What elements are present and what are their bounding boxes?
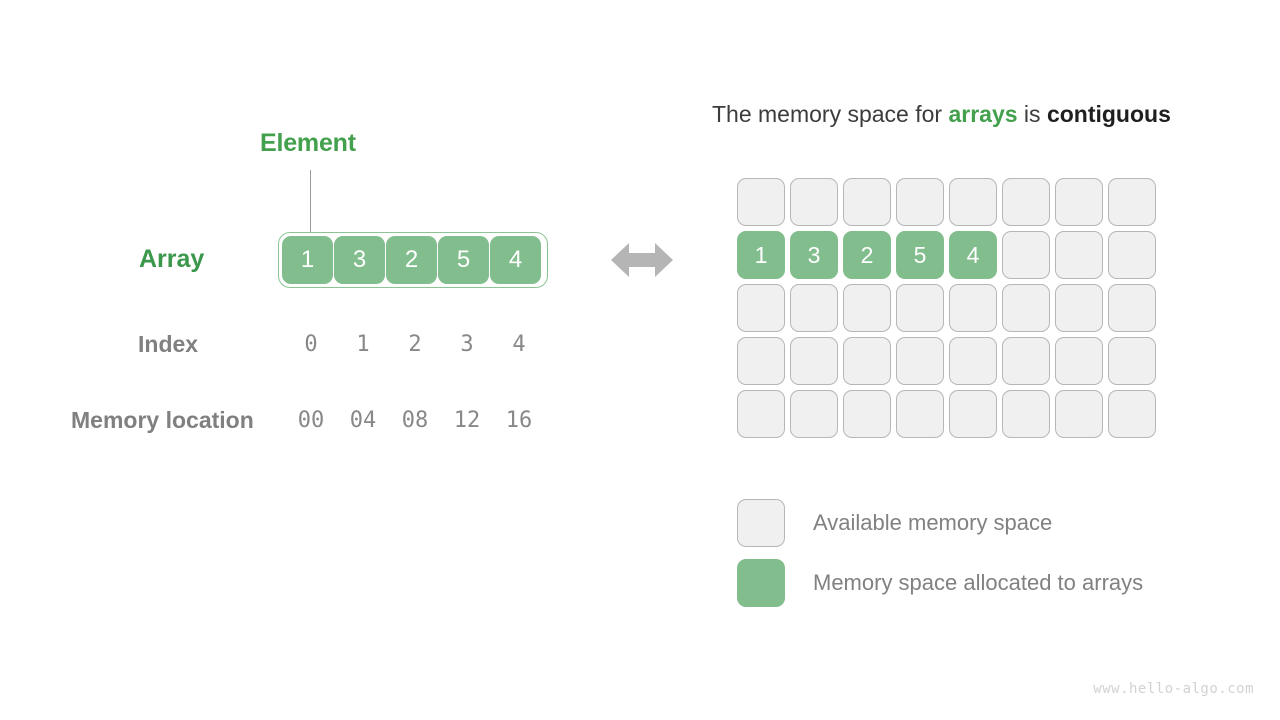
memory-grid-row (737, 390, 1156, 438)
memory-cell-allocated: 3 (790, 231, 838, 279)
memory-cell-available (896, 390, 944, 438)
memory-cell-available (790, 178, 838, 226)
index-value: 1 (356, 332, 370, 357)
array-cell: 5 (438, 236, 489, 284)
memory-cell-available (737, 390, 785, 438)
memory-cell-available (843, 337, 891, 385)
memory-cell-available (843, 390, 891, 438)
array-container: 1 3 2 5 4 (278, 232, 548, 288)
memory-cell-available (1055, 337, 1103, 385)
memory-grid-row (737, 178, 1156, 226)
memory-cell-available (790, 284, 838, 332)
index-value: 4 (512, 332, 526, 357)
memory-cell-available (790, 390, 838, 438)
memory-cell-available (1002, 178, 1050, 226)
memory-space-panel: The memory space for arrays is contiguou… (700, 0, 1280, 720)
legend-swatch-available (737, 499, 785, 547)
index-row-label: Index (138, 331, 199, 357)
memory-location-values-row: 00 04 08 12 16 (285, 408, 545, 433)
legend-swatch-allocated (737, 559, 785, 607)
memory-location-value: 00 (297, 408, 325, 433)
element-callout-label: Element (260, 129, 356, 157)
watermark: www.hello-algo.com (1093, 681, 1254, 697)
memory-cell-available (737, 284, 785, 332)
array-cell: 3 (334, 236, 385, 284)
memory-cell-available (1055, 178, 1103, 226)
memory-cell-available (843, 284, 891, 332)
memory-cell-available (949, 284, 997, 332)
memory-grid-row (737, 284, 1156, 332)
memory-cell-available (949, 337, 997, 385)
heading-highlight-arrays: arrays (948, 101, 1018, 127)
double-arrow-icon (611, 243, 673, 277)
memory-cell-available (737, 178, 785, 226)
array-row-label: Array (139, 245, 205, 273)
element-callout-line (310, 170, 311, 238)
array-cell: 1 (282, 236, 333, 284)
memory-location-value: 04 (349, 408, 377, 433)
array-abstract-panel: Element Array 1 3 2 5 4 Index 0 1 2 3 4 … (0, 0, 600, 720)
memory-cell-available (1108, 390, 1156, 438)
memory-location-value: 08 (401, 408, 429, 433)
memory-cell-available (896, 178, 944, 226)
memory-cell-available (1002, 390, 1050, 438)
memory-cell-allocated: 2 (843, 231, 891, 279)
heading-text-part2: is (1017, 101, 1047, 127)
memory-cell-allocated: 4 (949, 231, 997, 279)
legend-item-available: Available memory space (737, 493, 1143, 553)
legend-item-allocated: Memory space allocated to arrays (737, 553, 1143, 613)
memory-cell-available (843, 178, 891, 226)
memory-cell-available (790, 337, 838, 385)
memory-cell-available (1002, 337, 1050, 385)
memory-location-value: 12 (453, 408, 481, 433)
index-value: 2 (408, 332, 422, 357)
memory-cell-available (1002, 284, 1050, 332)
heading-highlight-contiguous: contiguous (1046, 101, 1171, 127)
index-values-row: 0 1 2 3 4 (285, 332, 545, 357)
memory-cell-available (1108, 337, 1156, 385)
legend-label-available: Available memory space (813, 510, 1053, 535)
memory-cell-available (1055, 390, 1103, 438)
array-cell: 4 (490, 236, 541, 284)
memory-cell-available (1055, 284, 1103, 332)
memory-location-row-label: Memory location (71, 407, 254, 433)
memory-cell-available (1002, 231, 1050, 279)
index-value: 3 (460, 332, 474, 357)
memory-cell-available (1108, 178, 1156, 226)
legend: Available memory space Memory space allo… (737, 493, 1143, 613)
memory-cell-available (896, 284, 944, 332)
memory-cell-available (896, 337, 944, 385)
memory-location-value: 16 (505, 408, 533, 433)
memory-cell-available (737, 337, 785, 385)
array-cell: 2 (386, 236, 437, 284)
index-value: 0 (304, 332, 318, 357)
heading-text-part1: The memory space for (712, 101, 949, 127)
memory-grid-row (737, 337, 1156, 385)
memory-cell-available (949, 390, 997, 438)
memory-cell-available (1108, 231, 1156, 279)
legend-label-allocated: Memory space allocated to arrays (813, 570, 1144, 595)
memory-cell-allocated: 5 (896, 231, 944, 279)
memory-cell-available (1108, 284, 1156, 332)
memory-cell-available (949, 178, 997, 226)
memory-cell-allocated: 1 (737, 231, 785, 279)
memory-heading: The memory space for arrays is contiguou… (712, 101, 1171, 128)
memory-cell-available (1055, 231, 1103, 279)
